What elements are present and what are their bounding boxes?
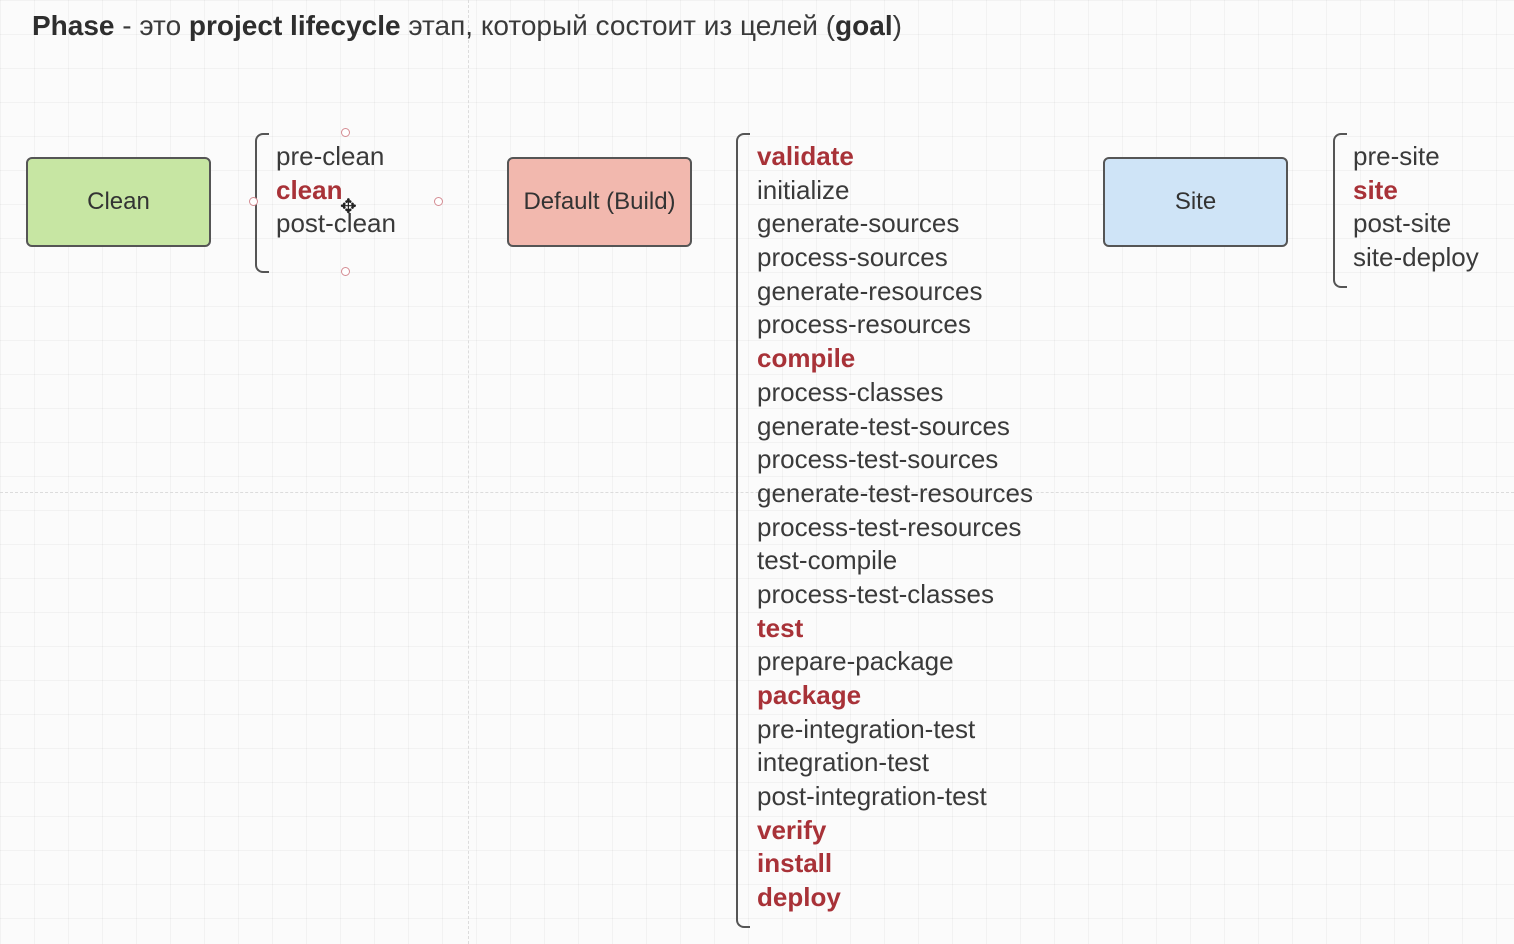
site-lifecycle-box[interactable]: Site xyxy=(1103,157,1288,247)
selection-handle-top[interactable] xyxy=(341,128,350,137)
title-goal: goal xyxy=(835,10,893,41)
phase-item: process-resources xyxy=(757,309,971,340)
selection-handle-left[interactable] xyxy=(249,197,258,206)
phase-item: post-integration-test xyxy=(757,781,987,812)
site-phases-bracket xyxy=(1333,133,1347,288)
key-phase-item: clean xyxy=(276,174,343,205)
horizontal-guide-line xyxy=(0,492,1514,493)
phase-item: process-classes xyxy=(757,376,944,407)
phase-item: generate-resources xyxy=(757,275,983,306)
clean-lifecycle-label: Clean xyxy=(87,188,150,215)
key-phase-item: test xyxy=(757,612,804,643)
vertical-guide-line xyxy=(468,0,469,944)
key-phase-item: validate xyxy=(757,141,854,171)
key-phase-item: compile xyxy=(757,343,856,374)
title-text-2: этап, который состоит из целей ( xyxy=(400,10,836,41)
phase-item: prepare-package xyxy=(757,646,954,677)
title-text-1: - это xyxy=(114,10,189,41)
phase-item: pre-clean xyxy=(276,141,385,171)
page-title: Phase - это project lifecycle этап, кото… xyxy=(32,10,902,42)
phase-item: process-test-sources xyxy=(757,444,999,475)
key-phase-item: verify xyxy=(757,814,827,845)
phase-item: integration-test xyxy=(757,747,929,778)
selection-handle-bottom[interactable] xyxy=(341,267,350,276)
title-project-lifecycle: project lifecycle xyxy=(188,10,401,41)
phase-item: site-deploy xyxy=(1353,242,1479,273)
key-phase-item: site xyxy=(1353,174,1398,205)
phase-item: post-site xyxy=(1353,208,1452,239)
default-build-lifecycle-label: Default (Build) xyxy=(523,188,676,215)
title-phase: Phase xyxy=(32,10,115,41)
default-build-lifecycle-box[interactable]: Default (Build) xyxy=(507,157,692,247)
phase-item: initialize xyxy=(757,174,850,205)
phase-item: pre-site xyxy=(1353,141,1440,171)
selection-handle-right[interactable] xyxy=(434,197,443,206)
key-phase-item: install xyxy=(757,848,833,879)
site-lifecycle-label: Site xyxy=(1174,188,1217,215)
key-phase-item: package xyxy=(757,680,862,710)
phase-item: process-sources xyxy=(757,242,948,273)
phase-item: generate-sources xyxy=(757,208,960,239)
phase-item: process-test-resources xyxy=(757,511,1022,542)
phase-item: generate-test-resources xyxy=(757,477,1034,508)
phase-item: post-clean xyxy=(276,208,396,239)
clean-lifecycle-box[interactable]: Clean xyxy=(26,157,211,247)
key-phase-item: deploy xyxy=(757,882,841,913)
phase-item: generate-test-sources xyxy=(757,410,1010,441)
phase-item: pre-integration-test xyxy=(757,713,976,744)
phase-item: test-compile xyxy=(757,545,898,576)
title-text-3: ) xyxy=(892,10,902,41)
default-phases-bracket xyxy=(736,133,750,928)
move-cursor-icon: ✥ xyxy=(340,196,357,218)
phase-item: process-test-classes xyxy=(757,578,994,609)
